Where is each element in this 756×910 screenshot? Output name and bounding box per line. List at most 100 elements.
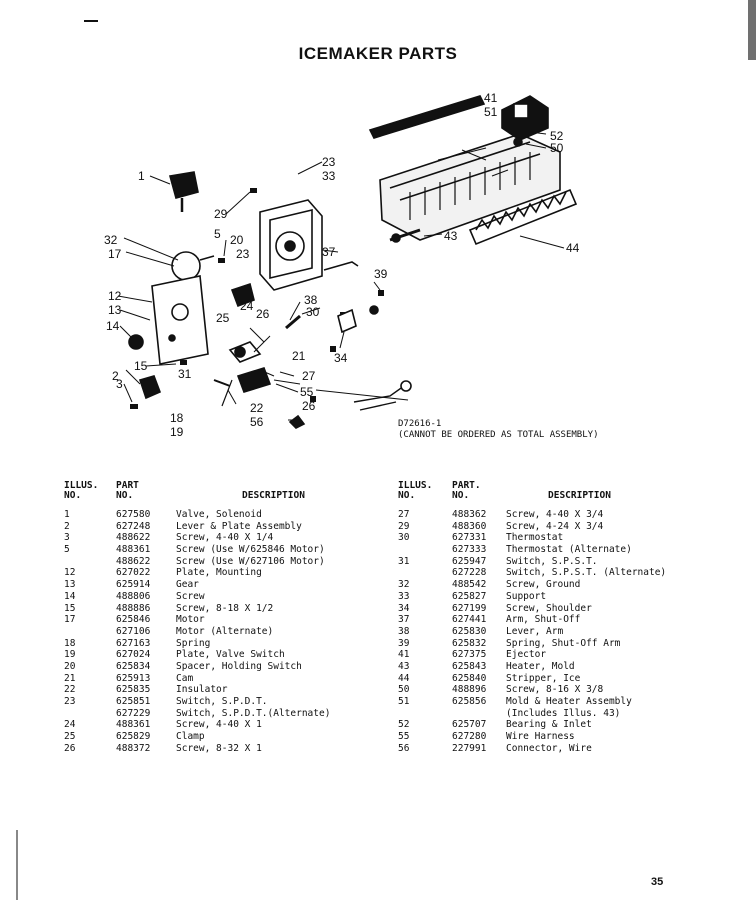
- illus-no: 25: [64, 731, 76, 743]
- part-no: 488622: [116, 555, 151, 567]
- part-description: Wire Harness: [506, 731, 575, 743]
- part-description: Screw, 8-16 X 3/8: [506, 684, 604, 696]
- callout-label: 33: [322, 169, 336, 183]
- illus-no: 12: [64, 567, 76, 579]
- part-description: Bearing & Inlet: [506, 719, 592, 731]
- part-no: 627248: [116, 520, 151, 532]
- callout-label: 44: [566, 241, 580, 255]
- header-illus: ILLUS.: [64, 480, 99, 491]
- illus-no: 19: [64, 649, 76, 661]
- illus-no: 21: [64, 672, 76, 684]
- illus-no: 32: [398, 579, 410, 591]
- part-description: Screw, 8-18 X 1/2: [176, 602, 274, 614]
- part-description: Plate, Valve Switch: [176, 649, 285, 661]
- part-description: Spring, Shut-Off Arm: [506, 637, 621, 649]
- part-no: 627375: [452, 649, 487, 661]
- callout-label: 12: [108, 289, 122, 303]
- callout-label: 32: [104, 233, 118, 247]
- callout-label: 38: [304, 293, 318, 307]
- table-row: 51 625856 Mold & Heater Assembly: [398, 696, 738, 708]
- part-description: Support: [506, 590, 547, 602]
- part-description: Screw (Use W/627106 Motor): [176, 555, 325, 567]
- callout-label: 20: [230, 233, 244, 247]
- scan-edge: [16, 830, 18, 900]
- part-description: Gear: [176, 579, 199, 591]
- part-no: 488361: [116, 719, 151, 731]
- part-description: Switch, S.P.S.T.: [506, 555, 598, 567]
- part-no: 227991: [452, 742, 487, 754]
- gear-part: [128, 334, 144, 350]
- illus-no: 29: [398, 520, 410, 532]
- table-header: ILLUS. NO. PART. NO. DESCRIPTION: [398, 480, 738, 509]
- arm-lever-part: [337, 308, 357, 334]
- scan-mark: [84, 20, 98, 22]
- connector-part: [288, 414, 306, 429]
- part-no: 625856: [452, 696, 487, 707]
- part-no: 488360: [452, 520, 487, 532]
- part-no: 488362: [452, 509, 487, 520]
- callout-label: 50: [550, 141, 564, 155]
- illus-no: 23: [64, 696, 76, 707]
- switch-plate-part: [236, 367, 272, 393]
- part-description: Screw, Shoulder: [506, 602, 592, 614]
- part-description: Screw, 8-32 X 1: [176, 742, 262, 754]
- table-row: (Includes Illus. 43): [398, 708, 738, 720]
- header-part: PART.: [452, 480, 481, 491]
- part-description: Arm, Shut-Off: [506, 614, 581, 626]
- part-description: (Includes Illus. 43): [506, 707, 621, 719]
- callout-label: 55: [300, 385, 314, 399]
- part-no: 625914: [116, 579, 151, 591]
- callout-label: 15: [134, 359, 148, 373]
- part-no: 625947: [452, 555, 487, 567]
- part-no: 627441: [452, 614, 487, 626]
- callout-label: 26: [256, 307, 270, 321]
- part-no: 625707: [452, 719, 487, 731]
- part-no: 488806: [116, 590, 151, 602]
- callout-label: 25: [216, 311, 230, 325]
- illus-no: 1: [64, 509, 70, 520]
- motor-part: [171, 251, 201, 281]
- scan-edge: [748, 0, 756, 60]
- illus-no: 22: [64, 684, 76, 696]
- part-description: Screw, Ground: [506, 579, 581, 591]
- callout-label: 5: [214, 227, 221, 241]
- drawing-reference: D72616-1 (CANNOT BE ORDERED AS TOTAL ASS…: [398, 419, 598, 441]
- part-description: Spring: [176, 637, 211, 649]
- illus-no: 43: [398, 660, 410, 672]
- illus-no: 26: [64, 742, 76, 754]
- part-no: 627229: [116, 707, 151, 719]
- illus-no: 51: [398, 696, 410, 707]
- part-description: Mold & Heater Assembly: [506, 696, 632, 707]
- part-no: 488372: [116, 742, 151, 754]
- callout-label: 14: [106, 319, 120, 333]
- header-description: DESCRIPTION: [242, 490, 305, 501]
- callout-label: 34: [334, 351, 348, 365]
- assembly-note: (CANNOT BE ORDERED AS TOTAL ASSEMBLY): [398, 430, 599, 440]
- illus-no: 41: [398, 649, 410, 661]
- part-description: Screw, 4-40 X 1: [176, 719, 262, 731]
- part-description: Switch, S.P.D.T.: [176, 696, 268, 707]
- callout-label: 30: [306, 305, 320, 319]
- part-no: 625840: [452, 672, 487, 684]
- valve-part: [168, 171, 199, 199]
- parts-table-right: ILLUS. NO. PART. NO. DESCRIPTION 27 48836…: [398, 480, 738, 754]
- illus-no: 30: [398, 532, 410, 544]
- illus-no: 27: [398, 509, 410, 520]
- callout-label: 52: [550, 129, 564, 143]
- part-no: 625830: [452, 625, 487, 637]
